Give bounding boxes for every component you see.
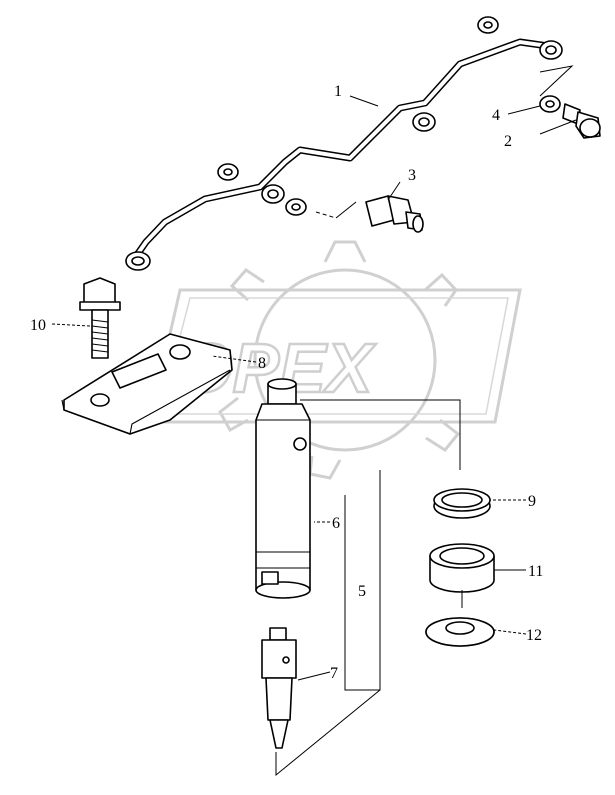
callout-9: 9 bbox=[528, 493, 536, 510]
callout-5: 5 bbox=[358, 583, 366, 600]
callout-7: 7 bbox=[330, 665, 338, 682]
fuel-pipe bbox=[125, 38, 563, 271]
callout-3: 3 bbox=[408, 167, 416, 184]
callout-11: 11 bbox=[528, 563, 543, 580]
sealing-ring bbox=[433, 488, 491, 519]
pipe-washers bbox=[217, 16, 561, 216]
callout-8: 8 bbox=[258, 355, 266, 372]
copper-washer bbox=[425, 617, 495, 647]
callout-2: 2 bbox=[504, 133, 512, 150]
callout-4: 4 bbox=[492, 107, 500, 124]
callout-6: 6 bbox=[332, 515, 340, 532]
reference-lines bbox=[275, 399, 463, 777]
callout-leaders bbox=[51, 95, 577, 681]
banjo-bolt bbox=[562, 103, 601, 139]
union-fitting bbox=[365, 195, 424, 233]
callout-labels: 1 2 3 4 5 6 7 8 9 10 11 12 bbox=[30, 83, 543, 682]
sleeve bbox=[429, 543, 495, 593]
injector-body bbox=[255, 378, 311, 599]
injector-clamp bbox=[61, 333, 233, 435]
assembly-lines bbox=[315, 65, 574, 219]
hold-down-bolt bbox=[79, 277, 121, 359]
watermark-gear bbox=[218, 240, 461, 480]
callout-1: 1 bbox=[334, 83, 342, 100]
injector-nozzle bbox=[261, 627, 297, 749]
callout-12: 12 bbox=[526, 627, 542, 644]
callout-10: 10 bbox=[30, 317, 46, 334]
